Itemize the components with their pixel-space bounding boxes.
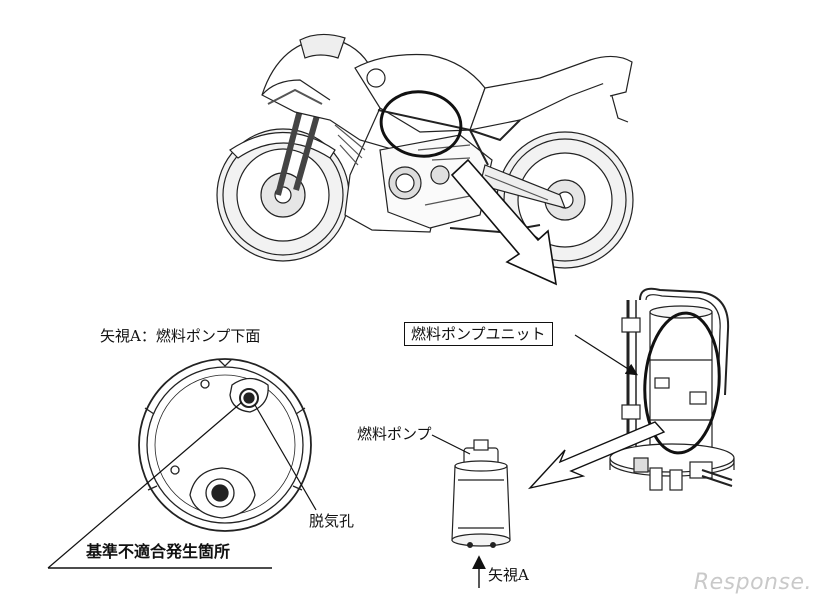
watermark-logo: Response. (693, 570, 812, 595)
fuel-pump-label: 燃料ポンプ (357, 425, 432, 443)
fuel-pump-unit-illustration (609, 287, 735, 491)
leader-fuel-pump-unit (574, 334, 639, 376)
fuel-pump-unit-label: 燃料ポンプユニット (404, 322, 553, 346)
fuel-pump-illustration (451, 439, 511, 548)
leader-fuel-pump (431, 434, 471, 455)
zoom-arrow-small (527, 421, 666, 490)
pump-bottom-view (138, 358, 312, 532)
motorcycle-illustration (216, 33, 634, 269)
zoom-arrow-large (450, 158, 558, 286)
outlet-boss (189, 467, 256, 519)
nonconformity-location-label: 基準不適合発生箇所 (86, 542, 231, 561)
front-wheel (216, 128, 350, 262)
breather-hole-label: 脱気孔 (309, 512, 355, 530)
view-a-title: 矢視A：燃料ポンプ下面 (100, 327, 261, 345)
leader-nonconformity (47, 401, 243, 569)
leader-breather-hole (254, 404, 317, 511)
view-a-arrow-label: 矢視A (488, 566, 529, 584)
highlight-ellipse-motorcycle (379, 90, 463, 158)
highlight-ellipse-pump-unit (643, 311, 721, 455)
